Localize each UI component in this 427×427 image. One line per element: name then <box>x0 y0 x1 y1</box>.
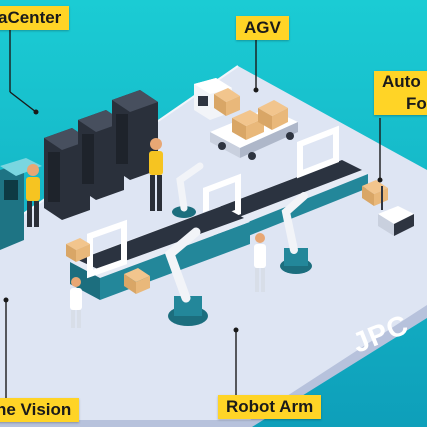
cargo-box <box>124 268 150 294</box>
autonomous-forklift-label-line2: For <box>406 94 427 113</box>
callout-dots <box>3 87 383 333</box>
robot-arm <box>172 162 204 218</box>
cargo-box <box>232 110 264 140</box>
robot-arm <box>164 227 208 326</box>
agv-label: AGV <box>236 16 289 40</box>
machine-vision-label: ne Vision <box>0 398 80 422</box>
server-rack-group <box>44 90 158 220</box>
technician <box>254 233 266 292</box>
conveyor-line-upper <box>200 160 368 244</box>
autonomous-forklift-label-line1: Auto <box>382 72 421 91</box>
autonomous-mobile-robot <box>378 186 414 236</box>
server-rack <box>112 90 158 180</box>
robot-arm <box>280 192 312 274</box>
robot-arm-label: Robot Arm <box>218 395 322 419</box>
cargo-box <box>66 238 90 262</box>
worker <box>149 138 163 211</box>
technician <box>70 277 82 328</box>
callout-lines <box>5 30 381 398</box>
cargo-box <box>214 88 240 116</box>
worker <box>26 164 40 227</box>
conveyor-frame <box>87 219 127 279</box>
control-console <box>0 158 42 250</box>
data-center-label: aCenter <box>0 6 70 30</box>
cargo-box <box>258 100 288 130</box>
autonomous-forklift-label: Auto For <box>374 71 427 115</box>
